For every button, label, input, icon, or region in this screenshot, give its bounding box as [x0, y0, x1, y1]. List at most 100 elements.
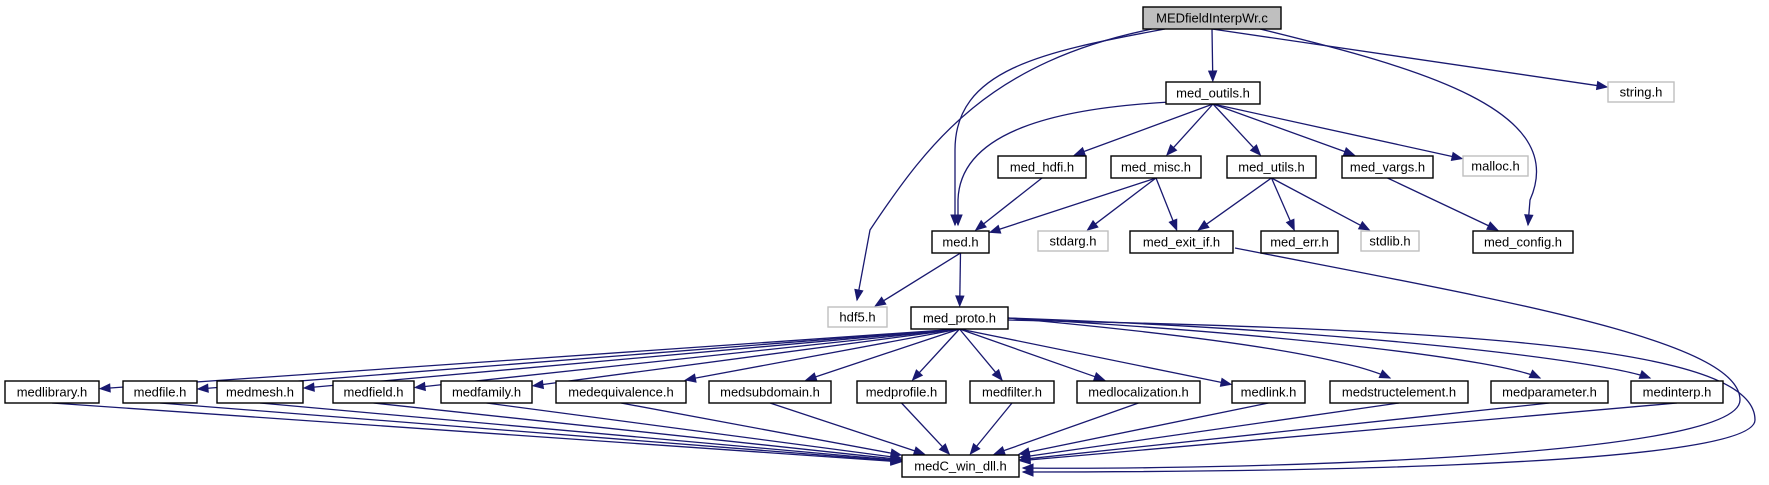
- arrowhead-med_proto-to-medlink: [1219, 377, 1233, 387]
- node-medfield[interactable]: medfield.h: [332, 380, 415, 404]
- node-label: med.h: [942, 235, 978, 250]
- arrowhead-med_utils-to-med_err: [1285, 218, 1295, 232]
- arrowhead-med_utils-to-med_exit_if: [1197, 220, 1210, 231]
- edge-med_proto-to-medfile: [207, 328, 960, 389]
- edge-med_outils-to-med_misc: [1173, 103, 1214, 149]
- node-label: string.h: [1620, 85, 1663, 100]
- node-box: [997, 155, 1087, 179]
- node-med[interactable]: med.h: [931, 230, 990, 254]
- node-medstructelement[interactable]: medstructelement.h: [1329, 380, 1469, 404]
- arrowhead-med_proto-to-medinterp: [1638, 369, 1652, 379]
- edge-med_vargs-to-med_config: [1387, 177, 1489, 227]
- arrowhead-med_vargs-to-med_config: [1486, 221, 1499, 231]
- node-box: [216, 380, 304, 404]
- node-med_outils[interactable]: med_outils.h: [1165, 81, 1261, 105]
- node-hdf5[interactable]: hdf5.h: [827, 306, 888, 328]
- edges-layer: [51, 28, 1756, 477]
- arrowhead-med_proto-to-medstructelement: [1378, 369, 1392, 379]
- edge-med_proto-to-medequivalence: [695, 328, 960, 379]
- node-medfile[interactable]: medfile.h: [122, 380, 198, 404]
- node-medparameter[interactable]: medparameter.h: [1490, 380, 1609, 404]
- node-medfilter[interactable]: medfilter.h: [969, 380, 1055, 404]
- arrowhead-med-to-hdf5: [874, 296, 887, 307]
- node-malloc[interactable]: malloc.h: [1462, 155, 1529, 177]
- node-medlink[interactable]: medlink.h: [1231, 380, 1306, 404]
- node-med_proto[interactable]: med_proto.h: [910, 306, 1009, 330]
- edge-medstructelement-to-medC_win_dll: [1029, 402, 1400, 457]
- arrowhead-root-to-string: [1595, 80, 1609, 91]
- node-box: [1110, 155, 1202, 179]
- arrowhead-med_proto-to-medfamily: [531, 379, 545, 390]
- node-med_utils[interactable]: med_utils.h: [1226, 155, 1317, 179]
- node-medC_win_dll[interactable]: medC_win_dll.h: [901, 454, 1020, 478]
- node-box: [332, 380, 415, 404]
- node-medequivalence[interactable]: medequivalence.h: [555, 380, 687, 404]
- edge-root-to-med: [954, 28, 1166, 225]
- node-label: medprofile.h: [866, 385, 938, 400]
- edge-medfile-to-medC_win_dll: [159, 402, 892, 462]
- node-box: [931, 230, 990, 254]
- node-box: [827, 306, 888, 328]
- node-box: [1630, 380, 1724, 404]
- edge-medparameter-to-medC_win_dll: [1029, 402, 1550, 460]
- edge-root-to-hdf5: [856, 28, 1153, 301]
- node-medlocalization[interactable]: medlocalization.h: [1076, 380, 1201, 404]
- edge-med_proto-to-medsubdomain: [815, 328, 960, 378]
- node-medprofile[interactable]: medprofile.h: [856, 380, 947, 404]
- arrowhead-root-to-med_config: [1524, 214, 1534, 227]
- node-label: malloc.h: [1471, 159, 1519, 174]
- node-label: medsubdomain.h: [720, 385, 820, 400]
- node-label: stdarg.h: [1050, 234, 1097, 249]
- node-stdlib[interactable]: stdlib.h: [1360, 230, 1420, 252]
- node-box: [4, 380, 100, 404]
- edge-med_proto-to-medinterp: [1007, 317, 1651, 379]
- node-box: [856, 380, 947, 404]
- node-label: med_utils.h: [1238, 160, 1304, 175]
- arrowhead-med_misc-to-med_exit_if: [1168, 218, 1178, 232]
- edge-medfilter-to-medC_win_dll: [976, 402, 1013, 447]
- node-med_exit_if[interactable]: med_exit_if.h: [1129, 230, 1234, 254]
- node-med_misc[interactable]: med_misc.h: [1110, 155, 1202, 179]
- node-medmesh[interactable]: medmesh.h: [216, 380, 304, 404]
- arrowhead-med_proto-to-medC_win_dll: [1021, 467, 1034, 477]
- node-stdarg[interactable]: stdarg.h: [1037, 230, 1109, 252]
- arrowhead-med_outils-to-malloc: [1450, 151, 1464, 162]
- arrowhead-medprofile-to-medC_win_dll: [938, 443, 951, 455]
- node-medinterp[interactable]: medinterp.h: [1630, 380, 1724, 404]
- node-box: [1231, 380, 1306, 404]
- node-label: med_exit_if.h: [1143, 235, 1220, 250]
- node-box: [1472, 230, 1574, 254]
- node-box: [1462, 155, 1529, 177]
- node-medfamily[interactable]: medfamily.h: [440, 380, 533, 404]
- edge-med_utils-to-med_exit_if: [1206, 177, 1272, 225]
- node-med_vargs[interactable]: med_vargs.h: [1341, 155, 1434, 179]
- node-med_err[interactable]: med_err.h: [1260, 230, 1339, 254]
- node-label: medparameter.h: [1502, 385, 1597, 400]
- arrowhead-medsubdomain-to-medC_win_dll: [912, 446, 926, 456]
- node-label: med_err.h: [1270, 235, 1329, 250]
- node-string[interactable]: string.h: [1607, 81, 1675, 103]
- arrowhead-med_proto-to-medfield: [413, 381, 426, 392]
- node-label: medmesh.h: [226, 385, 294, 400]
- nodes-layer: MEDfieldInterpWr.c med_outils.h string.h me…: [4, 6, 1724, 478]
- node-box: [901, 454, 1020, 478]
- arrowhead-medequivalence-to-medC_win_dll: [889, 448, 903, 458]
- arrowhead-med_outils-to-med: [953, 214, 963, 227]
- edge-med_outils-to-med_utils: [1212, 103, 1255, 149]
- arrowhead-med_proto-to-medparameter: [1528, 369, 1542, 379]
- node-med_hdfi[interactable]: med_hdfi.h: [997, 155, 1087, 179]
- node-label: MEDfieldInterpWr.c: [1156, 11, 1268, 26]
- node-med_config[interactable]: med_config.h: [1472, 230, 1574, 254]
- node-root: MEDfieldInterpWr.c: [1142, 6, 1282, 30]
- node-medsubdomain[interactable]: medsubdomain.h: [708, 380, 832, 404]
- arrowhead-med_misc-to-stdarg: [1086, 219, 1099, 231]
- arrowhead-med_utils-to-stdlib: [1357, 220, 1371, 231]
- node-medlibrary[interactable]: medlibrary.h: [4, 380, 100, 404]
- edge-med_outils-to-med_vargs: [1212, 103, 1346, 153]
- edge-medlocalization-to-medC_win_dll: [1003, 402, 1139, 452]
- node-box: [1260, 230, 1339, 254]
- edge-med_misc-to-med_exit_if: [1155, 177, 1174, 221]
- edge-med_proto-to-medfamily: [542, 328, 960, 386]
- node-label: stdlib.h: [1369, 234, 1410, 249]
- node-box: [1490, 380, 1609, 404]
